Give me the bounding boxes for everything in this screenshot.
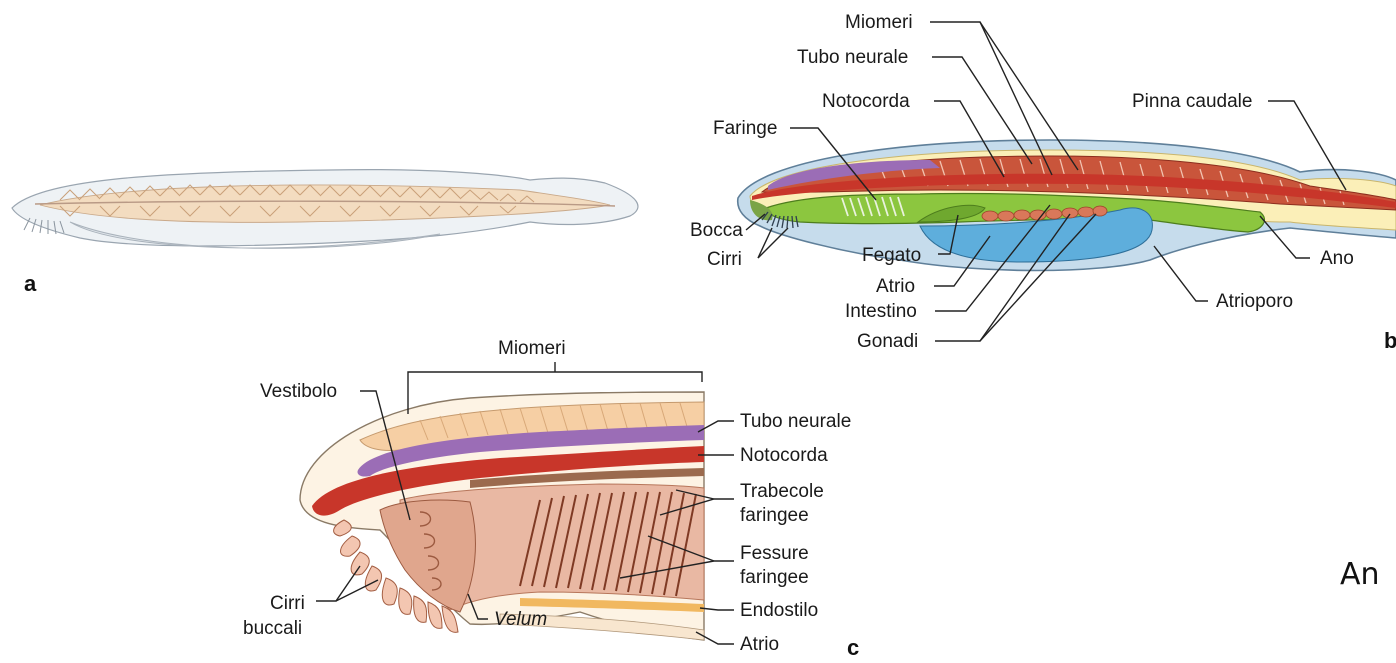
label-c-cirri-1: Cirri <box>270 593 305 614</box>
panel-b-illustration: Miomeri Tubo neurale Notocorda Faringe P… <box>690 12 1396 353</box>
label-c-velum: Velum <box>494 609 547 630</box>
label-b-bocca: Bocca <box>690 220 743 241</box>
label-b-cirri: Cirri <box>707 249 742 270</box>
panel-c-letter: c <box>847 635 859 660</box>
label-c-trabecole-1: Trabecole <box>740 481 824 502</box>
label-c-notocorda: Notocorda <box>740 445 828 466</box>
label-b-gonadi: Gonadi <box>857 331 918 352</box>
label-b-atrio: Atrio <box>876 276 915 297</box>
panel-a-letter: a <box>24 271 37 296</box>
label-b-intestino: Intestino <box>845 301 917 322</box>
label-c-cirri-2: buccali <box>243 618 302 639</box>
label-c-miomeri: Miomeri <box>498 338 566 359</box>
label-b-faringe: Faringe <box>713 118 777 139</box>
label-c-vestibolo: Vestibolo <box>260 381 337 402</box>
label-b-pinna-caudale: Pinna caudale <box>1132 91 1252 112</box>
label-b-atrioporo: Atrioporo <box>1216 291 1293 312</box>
label-b-fegato: Fegato <box>862 245 921 266</box>
label-b-ano: Ano <box>1320 248 1354 269</box>
label-c-fessure-2: faringee <box>740 567 809 588</box>
label-c-tubo-neurale: Tubo neurale <box>740 411 851 432</box>
panel-a-illustration: a <box>12 170 638 296</box>
panel-b-letter: b <box>1384 328 1396 353</box>
label-c-atrio: Atrio <box>740 634 779 655</box>
label-c-fessure-1: Fessure <box>740 543 809 564</box>
label-b-notocorda: Notocorda <box>822 91 910 112</box>
label-b-miomeri: Miomeri <box>845 12 913 33</box>
cropped-slide-text: An <box>1340 557 1380 592</box>
label-c-endostilo: Endostilo <box>740 600 818 621</box>
label-b-tubo-neurale: Tubo neurale <box>797 47 908 68</box>
panel-c-illustration: Miomeri Vestibolo Tubo neurale Notocorda… <box>243 338 859 660</box>
label-c-trabecole-2: faringee <box>740 505 809 526</box>
